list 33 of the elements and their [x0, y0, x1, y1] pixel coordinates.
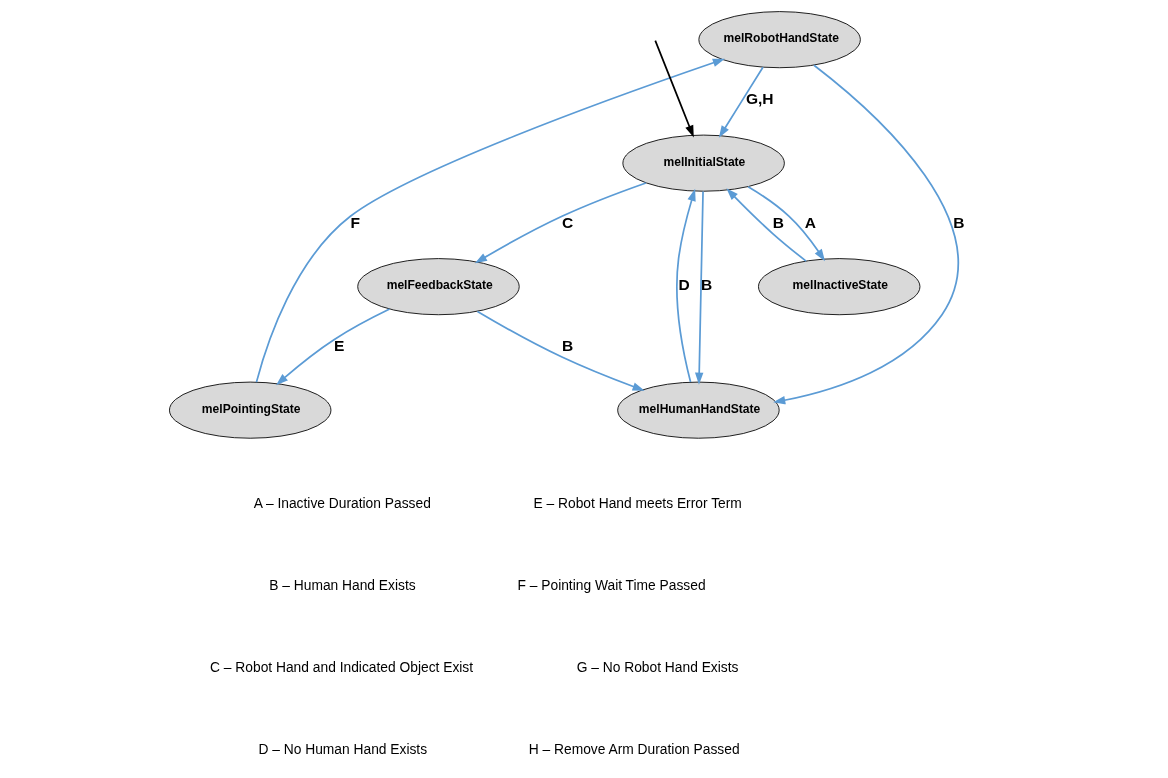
edge-label: C	[561, 213, 574, 231]
node-ellipse: melFeedbackState	[357, 258, 520, 316]
arrow	[718, 66, 764, 138]
edge-label: B	[772, 213, 784, 231]
label: A – Inactive Duration Passed	[253, 495, 431, 512]
label: H – Remove Arm Duration Passed	[528, 741, 740, 758]
label: E – Robot Hand meets Error Term	[533, 495, 742, 512]
arrow	[726, 188, 807, 262]
arrow	[474, 182, 647, 264]
arrow	[654, 39, 694, 138]
edge-label: B	[701, 275, 713, 293]
node-ellipse: melInitialState	[622, 134, 785, 192]
arrow	[773, 64, 959, 405]
edge-label: A	[804, 213, 816, 231]
arrow	[476, 310, 645, 391]
label: C – Robot Hand and Indicated Object Exist	[210, 659, 474, 676]
label: F – Pointing Wait Time Passed	[517, 577, 706, 594]
arrow	[276, 308, 391, 386]
label: D – No Human Hand Exists	[258, 741, 428, 758]
arrow	[747, 185, 825, 262]
node-ellipse: melInactiveState	[758, 258, 921, 316]
edge-label: B	[561, 337, 574, 355]
edge-label: E	[333, 337, 345, 355]
node-ellipse: melPointingState	[169, 381, 332, 439]
edge-label: B	[953, 213, 965, 231]
arrow	[694, 190, 704, 385]
arrow	[255, 58, 725, 383]
arrow	[676, 188, 696, 383]
label: B – Human Hand Exists	[269, 577, 416, 594]
edge-label: F	[350, 213, 360, 231]
edge-label: G,H	[745, 90, 774, 108]
label: G – No Robot Hand Exists	[576, 659, 739, 676]
edge-label: D	[678, 275, 690, 293]
